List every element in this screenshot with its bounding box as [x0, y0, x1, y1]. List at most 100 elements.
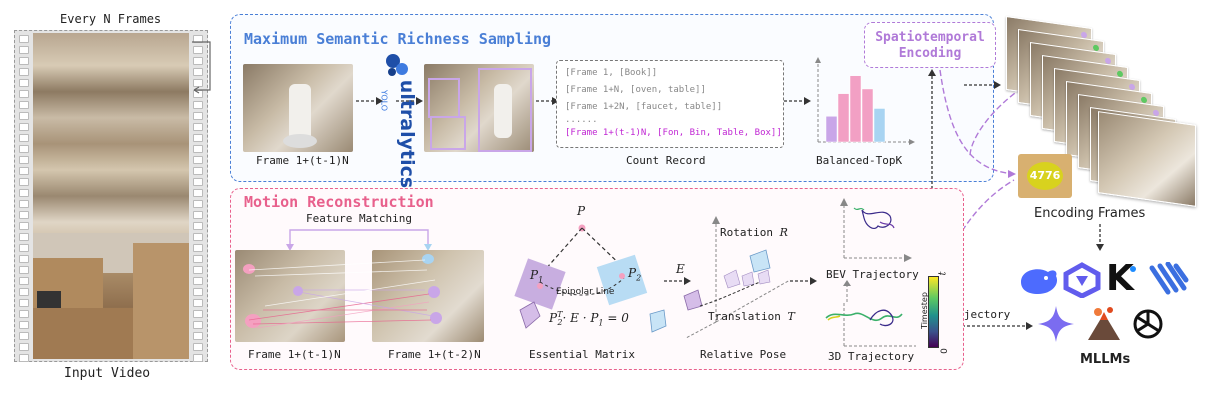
film-sprocket-hole [193, 266, 203, 274]
film-sprocket-hole [19, 343, 29, 351]
sampled-frame-label: Frame 1+(t-1)N [256, 154, 349, 167]
timestep-zero-label: 0 [939, 348, 950, 354]
film-sprocket-hole [19, 46, 29, 54]
openai-icon [1133, 309, 1163, 339]
timestep-colorbar [928, 276, 939, 348]
film-sprocket-hole [19, 57, 29, 65]
eq-sup: T [557, 310, 563, 319]
encoding-to-frames-arrow [964, 81, 1001, 89]
sampling-title: Maximum Semantic Richness Sampling [244, 30, 552, 48]
feature-matching-bracket [286, 229, 432, 251]
pose-to-traj-arrow [790, 277, 817, 285]
film-sprocket-hole [19, 189, 29, 197]
strip-to-sampling-arrow [192, 41, 211, 94]
film-sprocket-hole [19, 200, 29, 208]
record-line: [Frame 1+2N, [faucet, table]] [565, 102, 723, 112]
detection-box [430, 116, 466, 150]
film-sprocket-hole [193, 255, 203, 263]
essential-matrix-label: Essential Matrix [529, 348, 635, 361]
eq-rhs: = 0 [603, 311, 629, 325]
encoding-frame-front [1098, 111, 1196, 207]
gemini-star-icon [1038, 306, 1074, 342]
rotation-label: Rotation R [720, 226, 788, 239]
point-p-label: P [577, 204, 586, 218]
film-sprocket-hole [19, 222, 29, 230]
epipolar-line-label: Epipolar Line [556, 287, 615, 297]
film-strip [14, 30, 208, 362]
film-sprocket-hole [193, 57, 203, 65]
p1-letter: P [530, 268, 539, 282]
film-sprocket-hole [193, 101, 203, 109]
film-sprocket-hole [19, 332, 29, 340]
film-sprocket-hole [193, 343, 203, 351]
topk-bar-b1 [825, 116, 838, 143]
topk-bar-b5 [873, 108, 886, 143]
film-sprocket-hole [19, 354, 29, 362]
film-sprocket-hole [19, 233, 29, 241]
frame-b-photo [372, 250, 484, 342]
film-sprocket-hole [19, 90, 29, 98]
film-sprocket-hole [193, 222, 203, 230]
translation-text: Translation [708, 310, 781, 323]
topk-bar-b4 [861, 88, 874, 143]
rotation-symbol: R [779, 226, 788, 239]
film-sprocket-hole [193, 321, 203, 329]
film-sprocket-hole [193, 178, 203, 186]
film-sprocket-hole [19, 288, 29, 296]
film-sprocket-hole [19, 134, 29, 142]
deepseek-whale-icon [1021, 269, 1058, 294]
3d-trajectory-plot [825, 302, 916, 347]
film-sprocket-hole [193, 354, 203, 362]
film-sprocket-hole [19, 299, 29, 307]
ultralytics-logo-icon [386, 54, 408, 76]
film-sprocket-hole [193, 189, 203, 197]
arrow-record-to-topk [784, 97, 811, 105]
film-sprocket-hole [193, 211, 203, 219]
timestep-to-encoding-arrow [928, 69, 936, 274]
spatiotemporal-label-line1: Spatiotemporal [875, 30, 985, 45]
film-sprocket-hole [193, 145, 203, 153]
spatiotemporal-label-line2: Encoding [898, 46, 962, 61]
e-arrow [664, 277, 691, 285]
badge-number: 4776 [1027, 162, 1063, 190]
film-sprocket-hole [193, 112, 203, 120]
film-sprocket-hole [193, 332, 203, 340]
feature-matching-label: Feature Matching [306, 212, 412, 225]
film-sprocket-hole [193, 233, 203, 241]
trajectory-arrow [952, 322, 1033, 330]
film-sprocket-hole [19, 68, 29, 76]
input-video-frames [33, 33, 189, 359]
match-lines [248, 259, 436, 329]
essential-equation: PT2· E · P1 = 0 [549, 310, 629, 327]
mllms-label: MLLMs [1080, 352, 1131, 367]
film-sprocket-hole [19, 277, 29, 285]
timestep-label: Timestep [919, 292, 929, 329]
film-sprocket-hole [193, 79, 203, 87]
film-sprocket-hole [19, 244, 29, 252]
film-sprocket-hole [19, 101, 29, 109]
motion-title: Motion Reconstruction [244, 193, 434, 211]
record-line-highlight: [Frame 1+(t-1)N, [Fon, Bin, Table, Box]] [565, 128, 782, 138]
yolo-wordmark: YOLO [379, 89, 389, 112]
record-line: [Frame 1, [Book]] [565, 68, 658, 78]
timestep-t-label: t [937, 271, 949, 276]
film-sprocket-hole [193, 200, 203, 208]
frame-b-label: Frame 1+(t-2)N [388, 348, 481, 361]
film-sprocket-hole [19, 112, 29, 120]
record-line: [Frame 1+N, [oven, table]] [565, 85, 706, 95]
film-sprocket-hole [193, 123, 203, 131]
detection-box [478, 68, 532, 152]
bev-to-3d-arrow [843, 280, 851, 302]
eq-sub: 2 [557, 318, 563, 328]
e-label: E [676, 262, 685, 276]
film-sprocket-hole [19, 167, 29, 175]
film-sprocket-hole [19, 321, 29, 329]
film-sprocket-hole [193, 277, 203, 285]
detection-box [428, 78, 460, 118]
film-sprocket-hole [19, 178, 29, 186]
record-line: ...... [565, 115, 598, 125]
encoding-frames-label: Encoding Frames [1034, 206, 1146, 221]
film-sprocket-hole [19, 266, 29, 274]
p2-label: P2 [628, 266, 641, 282]
bev-trajectory-label: BEV Trajectory [826, 268, 919, 281]
